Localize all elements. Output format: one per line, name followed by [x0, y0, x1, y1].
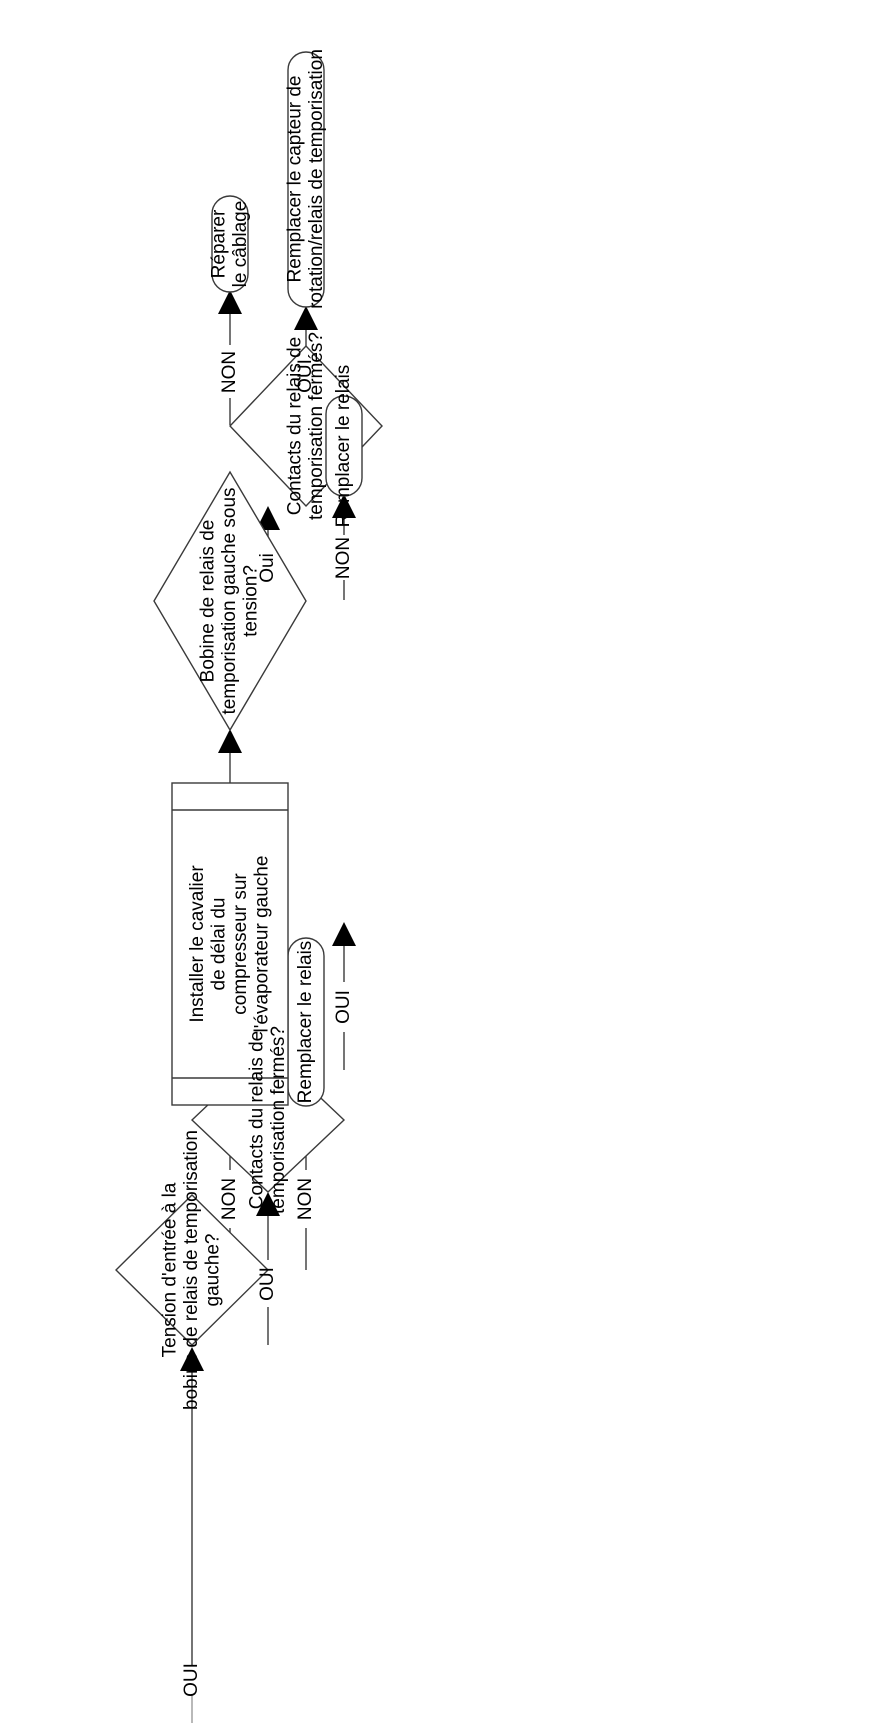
node-label-line: temporisation fermés? [268, 1026, 289, 1214]
node-label-q-tension-entree: Tension d'entrée à labobine de relais de… [160, 1130, 224, 1410]
edge-label-tension-non: NON [219, 1178, 240, 1220]
node-label-line: l'évaporateur gauche [251, 856, 272, 1033]
shapes [115, 51, 383, 1346]
node-label-a-remplacer-relais-1: Remplacer le relais [295, 941, 316, 1104]
node-label-line: Tension d'entrée à la [160, 1182, 181, 1357]
node-label-a-installer-cavalier: Installer le cavalierde délai ducompress… [187, 856, 273, 1033]
edge-label-bobine-oui: Oui [257, 553, 278, 583]
labels: Tension d'entrée à labobine de relais de… [160, 49, 355, 1697]
node-label-a-remplacer-relais-2: Remplacer le relais [333, 365, 354, 528]
node-label-line: Remplacer le relais [333, 365, 354, 528]
arrowhead [256, 1192, 280, 1216]
edge-label-tension-oui: OUI [257, 1267, 278, 1301]
node-label-line: Remplacer le capteur de [284, 76, 305, 283]
arrowhead [218, 729, 242, 753]
decision-bobine-sous-tension [153, 470, 307, 732]
node-label-line: Remplacer le relais [295, 941, 316, 1104]
arrowhead [332, 494, 356, 518]
edge-label-contacts1-oui: OUI [333, 990, 354, 1024]
node-label-q-contacts-2: Contacts du relais detemporisation fermé… [284, 332, 327, 520]
node-label-line: Contacts du relais de [246, 1031, 267, 1210]
edge-label-bobine-non: NON [219, 351, 240, 393]
node-label-line: Installer le cavalier [187, 865, 208, 1023]
node-label-a-reparer-cablage: Réparerle câblage [208, 201, 251, 288]
node-label-line: temporisation gauche sous [219, 487, 240, 714]
arrowhead [256, 506, 280, 530]
edge-label-in-oui: OUI [181, 1663, 202, 1697]
edge-label-contacts2-non: NON [333, 537, 354, 579]
node-label-line: bobine de relais de temporisation [181, 1130, 202, 1410]
node-label-line: le câblage [230, 201, 251, 288]
node-label-line: Bobine de relais de [198, 520, 219, 683]
node-label-line: tension? [241, 565, 262, 637]
node-label-line: de délai du [208, 898, 229, 991]
node-label-line: compresseur sur [230, 873, 251, 1015]
arrowhead [332, 922, 356, 946]
terminal-remplacer-capteur [287, 51, 325, 308]
decision-tension-entree [115, 1194, 269, 1346]
arrowhead [218, 290, 242, 314]
node-label-a-remplacer-capteur: Remplacer le capteur derotation/relais d… [284, 49, 327, 309]
terminal-reparer-cablage [211, 195, 249, 293]
edge-label-contacts2-oui: OUI [295, 359, 316, 393]
node-label-q-bobine-sous-tension: Bobine de relais detemporisation gauche … [198, 487, 262, 714]
node-label-q-contacts-1: Contacts du relais detemporisation fermé… [246, 1026, 289, 1214]
arrowhead [294, 306, 318, 330]
node-label-line: gauche? [203, 1234, 224, 1307]
node-label-line: Contacts du relais de [284, 337, 305, 516]
terminal-remplacer-relais-2 [325, 395, 363, 497]
node-label-line: Réparer [208, 209, 229, 278]
edge-label-contacts1-non: NON [295, 1178, 316, 1220]
node-label-line: rotation/relais de temporisation [306, 49, 327, 309]
arrowhead [180, 1347, 204, 1371]
process-installer-cavalier [171, 782, 289, 1106]
node-label-line: temporisation fermés? [306, 332, 327, 520]
